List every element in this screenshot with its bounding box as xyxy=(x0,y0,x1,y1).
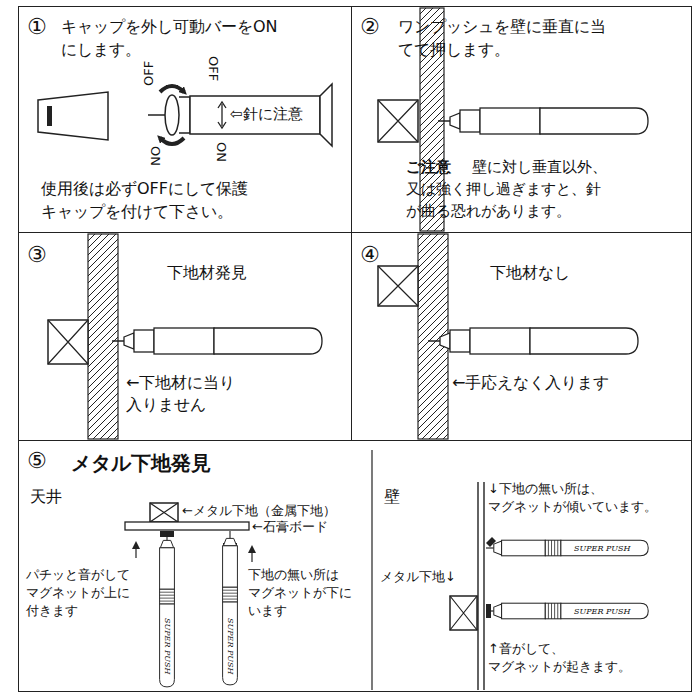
step-text: 壁に対し垂直以外、 又は強く押し過ぎますと、針 が曲る恐れがあります。 xyxy=(406,157,688,222)
step-text: ワンプッシュを壁に垂直に当 てて押します。 xyxy=(398,15,684,61)
step-panel: ⑤ メタル下地発見 xyxy=(18,440,692,692)
cap-and-tool xyxy=(38,84,332,146)
callout-label: 下地の無い所は マグネットが下に います xyxy=(248,566,368,621)
step-text: 下地材発見 xyxy=(167,261,307,284)
callout-label: パチッと音がして マグネットが上に 付きます xyxy=(26,566,156,621)
step-text: 使用後は必ずOFFにして保護 キャップを付けて下さい。 xyxy=(41,177,331,223)
callout-label: ←手応えなく入ります xyxy=(452,372,672,394)
callout-label: ON xyxy=(212,142,230,162)
callout-label: ←メタル下地（金属下地） xyxy=(182,502,362,520)
step-panel: ②ワンプッシュを壁に垂直に当 てて押します。ご注意壁に対し垂直以外、 又は強く押… xyxy=(351,6,692,233)
callout-label: ↑音がして、 マグネットが起きます。 xyxy=(488,640,688,676)
callout-label: ⇦針に注意 xyxy=(230,104,320,125)
step-text: キャップを外し可動バーをON にします。 xyxy=(61,15,323,61)
step-panel: ④ 下地材なし xyxy=(351,232,692,441)
step-number: ① xyxy=(27,11,57,43)
callout-label: ON xyxy=(146,146,164,166)
tool-brand: SUPER PUSH xyxy=(574,606,654,617)
callout-label: OFF xyxy=(140,61,158,86)
callout-label: 壁 xyxy=(384,486,424,508)
tool-brand: SUPER PUSH xyxy=(225,618,236,674)
callout-label: メタル下地↓ xyxy=(380,568,480,586)
step-text: 下地材なし xyxy=(490,261,630,284)
tool-brand: SUPER PUSH xyxy=(574,543,654,554)
no-stud xyxy=(378,234,638,439)
callout-label: 天井 xyxy=(30,486,80,508)
tool-brand: SUPER PUSH xyxy=(162,618,173,674)
callout-label: ↓下地の無い所は、 マグネットが傾いています。 xyxy=(488,480,688,516)
step-number: ⑤ xyxy=(27,445,57,477)
step-number: ④ xyxy=(360,239,390,271)
callout-label: OFF xyxy=(204,56,222,81)
callout-label: ←石膏ボード xyxy=(252,518,362,536)
stud-found xyxy=(48,234,322,439)
step-number: ③ xyxy=(27,239,57,271)
callout-label: ←下地材に当り 入りません xyxy=(126,372,306,417)
step-text: メタル下地発見 xyxy=(71,449,291,478)
step-number: ② xyxy=(360,11,390,43)
ceiling-metal xyxy=(125,450,372,690)
